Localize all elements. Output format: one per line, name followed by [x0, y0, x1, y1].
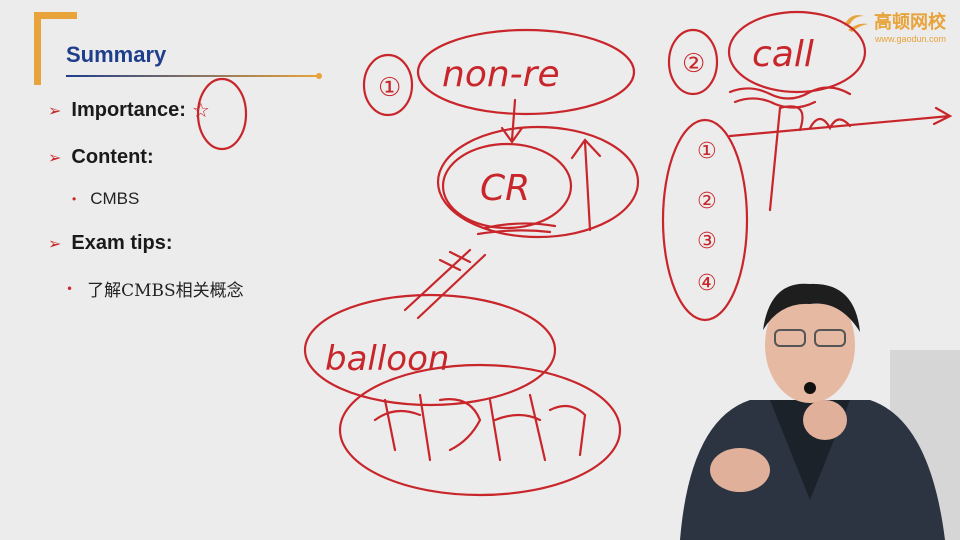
ink-list-3: ③: [697, 229, 717, 254]
content-label: Content:: [71, 146, 154, 168]
corner-bracket-decoration: [34, 12, 77, 85]
ink-num-one: ①: [378, 73, 401, 103]
importance-label: Importance:: [71, 99, 186, 121]
star-icon: ☆: [191, 100, 210, 122]
ink-circle-two: [667, 28, 719, 96]
presenter-video: [680, 283, 960, 540]
ink-arrow-up: [570, 138, 602, 232]
ink-arrow-down: [500, 98, 524, 144]
exam-tips-label: Exam tips:: [71, 232, 173, 254]
slide-title: Summary: [66, 42, 167, 67]
ink-text-cr: CR: [480, 168, 530, 209]
arrow-bullet-icon: ➢: [48, 102, 62, 120]
ink-text-non-re: non-re: [442, 54, 560, 95]
bullet-content: ➢ Content:: [48, 146, 154, 169]
tips-sub-text: 了解CMBS相关概念: [87, 281, 244, 301]
title-underline-dot: [316, 73, 322, 79]
ink-ellipse-cr-inner: [441, 142, 573, 230]
ink-list-4: ④: [697, 271, 717, 296]
ink-ellipse-balloon: [303, 293, 557, 407]
dot-bullet-icon: •: [72, 192, 77, 206]
dot-bullet-icon: •: [66, 281, 74, 296]
ink-circle-star: [196, 77, 248, 151]
content-sub-text: CMBS: [90, 189, 140, 208]
logo-url: www.gaodun.com: [874, 34, 946, 44]
arrow-bullet-icon: ➢: [48, 235, 62, 253]
ink-ellipse-call: [727, 10, 867, 94]
ink-text-call: call: [752, 34, 814, 75]
ink-text-balloon: balloon: [325, 339, 449, 379]
ink-list-2: ②: [697, 189, 717, 214]
arrow-bullet-icon: ➢: [48, 149, 62, 167]
title-underline: [66, 75, 320, 77]
ink-num-two: ②: [682, 49, 705, 79]
ink-ellipse-chinese: [338, 363, 622, 497]
ink-arrow-right: [728, 106, 953, 138]
ink-circle-one: [362, 53, 414, 117]
ink-ellipse-list: [661, 118, 749, 322]
logo-name: 高顿网校: [874, 12, 946, 33]
ink-list-1: ①: [697, 139, 717, 164]
bullet-importance: ➢ Importance: ☆: [48, 98, 210, 123]
ink-ellipse-cr-outer: [436, 125, 640, 239]
tips-sub-item: • 了解CMBS相关概念: [66, 276, 244, 301]
ink-ellipse-non-re: [416, 28, 636, 116]
bullet-exam-tips: ➢ Exam tips:: [48, 232, 173, 255]
content-sub-item: • CMBS: [72, 189, 139, 209]
